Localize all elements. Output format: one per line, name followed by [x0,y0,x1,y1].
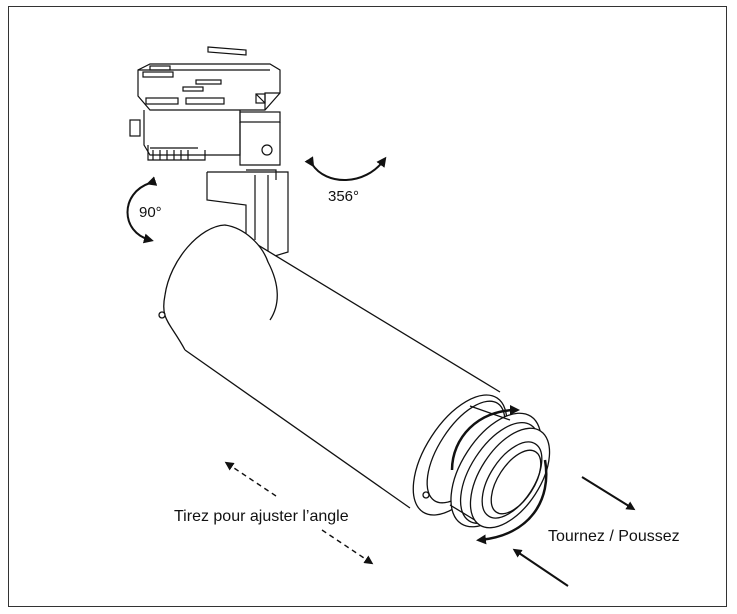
rotate-arrow [304,156,387,181]
push-arrow-in [512,548,569,587]
lamp-front-ring [412,394,551,529]
tilt-angle-label: 90° [139,204,162,221]
ring-turn-arrow-top [450,405,520,471]
lamp-body [158,224,501,510]
rotation-angle-label: 356° [328,188,360,205]
pull-arrow-upper [224,461,277,497]
pull-arrow-lower [321,529,374,565]
track-adapter [129,46,281,180]
yoke-arm [206,171,289,259]
figure-frame [8,6,727,607]
tilt-arrow [126,176,158,244]
turn-push-instruction-label: Tournez / Poussez [548,528,680,545]
pull-instruction-label: Tirez pour ajuster l’angle [174,508,349,525]
turn-arrow-out [581,476,636,511]
ring-turn-arrow-bottom [476,459,548,545]
